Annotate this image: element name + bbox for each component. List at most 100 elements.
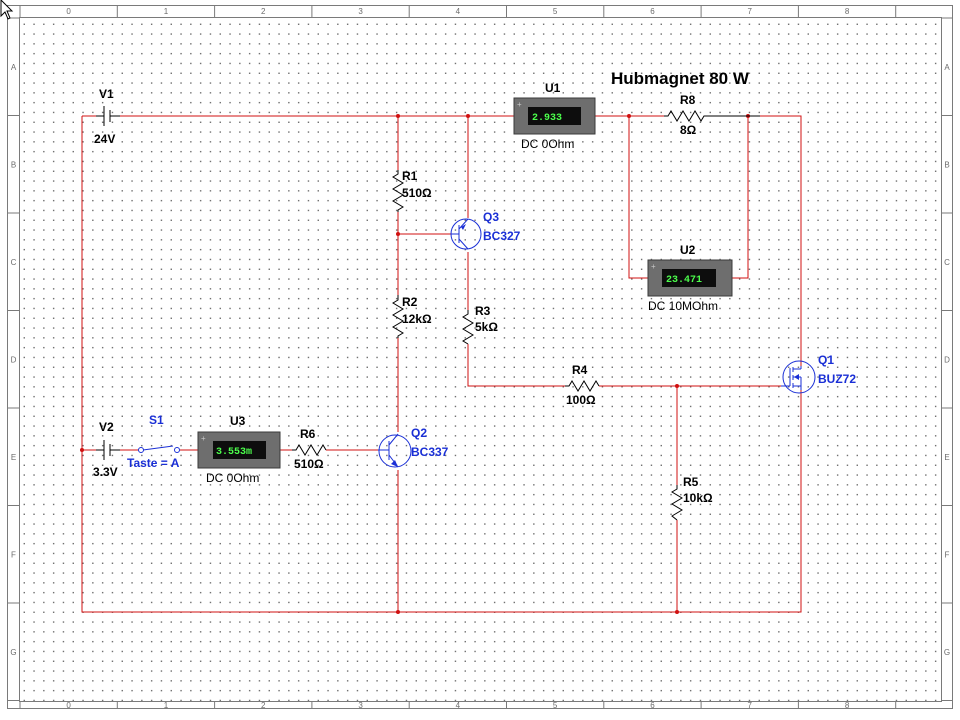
mosfet-q1[interactable]: Q1 BUZ72 (781, 353, 856, 394)
r1-name: R1 (402, 169, 418, 183)
transistor-q2[interactable]: Q2 BC337 (378, 426, 449, 468)
r4-name: R4 (572, 363, 588, 377)
ruler-column-label: 1 (164, 7, 169, 16)
u2-name: U2 (680, 243, 696, 257)
npn-transistor-icon (378, 433, 412, 468)
s1-name: S1 (149, 413, 164, 427)
r5-value: 10kΩ (683, 491, 713, 505)
ruler-column-label: 6 (650, 701, 655, 710)
r3-value: 5kΩ (475, 320, 498, 334)
v1-value: 24V (94, 132, 115, 146)
r2-name: R2 (402, 295, 418, 309)
resistor-icon (565, 380, 600, 392)
v2-value: 3.3V (93, 465, 118, 479)
r6-name: R6 (300, 427, 316, 441)
r1-value: 510Ω (402, 186, 432, 200)
ruler-column-label: 6 (650, 7, 655, 16)
ruler-row-label: E (11, 453, 16, 462)
u3-reading: 3.553m (216, 447, 252, 458)
battery-v1[interactable]: V1 24V (94, 87, 120, 146)
pnp-transistor-icon (450, 218, 482, 250)
ruler-column-label: 0 (66, 7, 71, 16)
ruler-row-label: C (11, 258, 17, 267)
r3-name: R3 (475, 304, 491, 318)
multimeter-u2[interactable]: 23.471 + U2 DC 10MOhm (647, 243, 733, 313)
ruler-column-label: 7 (748, 701, 753, 710)
ruler-row-label: A (944, 63, 950, 72)
u2-reading: 23.471 (666, 275, 702, 286)
resistor-r6[interactable]: R6 510Ω (292, 427, 327, 471)
ruler-row-label: E (944, 453, 949, 462)
ruler-row-label: B (11, 160, 16, 169)
r5-name: R5 (683, 475, 699, 489)
u1-name: U1 (545, 81, 561, 95)
ruler-column-label: 5 (553, 701, 558, 710)
u3-mode: DC 0Ohm (206, 471, 259, 485)
r4-value: 100Ω (566, 393, 596, 407)
ruler-column-label: 2 (261, 7, 266, 16)
ruler-column-label: 4 (456, 701, 461, 710)
ruler-column-label: 5 (553, 7, 558, 16)
ruler-row-label: G (944, 648, 950, 657)
resistor-r4[interactable]: R4 100Ω (565, 363, 600, 407)
ruler-column-label: 8 (845, 701, 850, 710)
r8-value: 8Ω (680, 123, 697, 137)
q1-model: BUZ72 (818, 372, 856, 386)
mosfet-icon (781, 360, 816, 394)
ruler-column-label: 7 (748, 7, 753, 16)
mouse-cursor-icon (0, 0, 14, 20)
r6-value: 510Ω (294, 457, 324, 471)
ruler-column-label: 8 (845, 7, 850, 16)
q2-name: Q2 (411, 426, 427, 440)
ruler-row-label: B (944, 160, 949, 169)
resistor-icon (392, 295, 404, 338)
transistor-q3[interactable]: Q3 BC327 (450, 210, 521, 250)
ruler-row-label: D (11, 355, 17, 364)
ruler-row-label: G (10, 648, 16, 657)
sheet-border (7, 5, 953, 709)
ruler-row-label: F (11, 550, 16, 559)
ruler-column-label: 0 (66, 701, 71, 710)
u3-name: U3 (230, 414, 246, 428)
ruler-column-label: 3 (358, 701, 363, 710)
resistor-r5[interactable]: R5 10kΩ (671, 475, 713, 521)
r8-name: R8 (680, 93, 696, 107)
v1-name: V1 (99, 87, 114, 101)
v2-name: V2 (99, 420, 114, 434)
battery-v2[interactable]: V2 3.3V (93, 420, 120, 479)
ruler-column-label: 3 (358, 7, 363, 16)
resistor-r8[interactable]: R8 8Ω (664, 93, 760, 137)
q2-model: BC337 (411, 445, 449, 459)
ruler-row-label: C (944, 258, 950, 267)
u1-mode: DC 0Ohm (521, 137, 574, 151)
u2-mode: DC 10MOhm (648, 299, 718, 313)
wires[interactable] (80, 114, 802, 614)
ruler-row-label: D (944, 355, 950, 364)
multimeter-u3[interactable]: 3.553m + U3 DC 0Ohm (197, 414, 281, 485)
switch-contact-icon (138, 447, 144, 453)
resistor-icon (664, 110, 760, 122)
ruler-row-label: A (11, 63, 17, 72)
switch-s1[interactable]: S1 Taste = A (127, 413, 180, 470)
resistor-icon (462, 310, 474, 345)
page-title: Hubmagnet 80 W (611, 69, 750, 88)
u1-plus-terminal: + (517, 100, 522, 109)
ruler-column-label: 4 (456, 7, 461, 16)
resistor-r1[interactable]: R1 510Ω (392, 169, 432, 212)
resistor-icon (392, 170, 404, 212)
ruler-column-label: 1 (164, 701, 169, 710)
ruler-row-label: F (945, 550, 950, 559)
dot-grid (20, 18, 942, 701)
battery-icon (96, 106, 120, 126)
resistor-r2[interactable]: R2 12kΩ (392, 295, 432, 338)
resistor-r3[interactable]: R3 5kΩ (462, 304, 498, 345)
u1-reading: 2.933 (532, 113, 562, 124)
r2-value: 12kΩ (402, 312, 432, 326)
sheet-ruler (7, 5, 953, 709)
multimeter-u1[interactable]: 2.933 + U1 DC 0Ohm (513, 81, 596, 151)
battery-icon (96, 440, 120, 460)
s1-key: Taste = A (127, 456, 180, 470)
q3-model: BC327 (483, 229, 521, 243)
